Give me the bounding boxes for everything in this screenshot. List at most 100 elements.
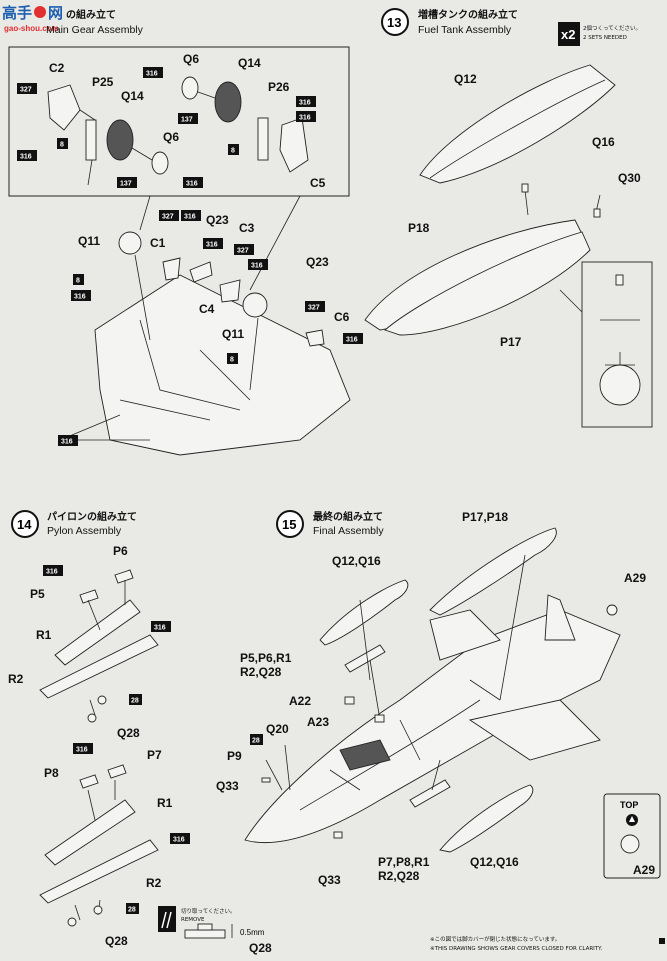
step15-number-badge: 15 bbox=[276, 510, 304, 538]
quantity-badge: x2 bbox=[558, 22, 580, 46]
footnote-jp: ※この図では脚カバーが閉じた状態になっています。 bbox=[430, 935, 560, 943]
paint-code-text: 316 bbox=[346, 337, 358, 344]
tank-cross-section bbox=[599, 364, 641, 406]
label-q14-left: Q14 bbox=[121, 89, 144, 103]
paint-code-text: 137 bbox=[120, 181, 132, 188]
part-q33-lower bbox=[333, 831, 343, 839]
fin-q30-right bbox=[593, 208, 601, 218]
paint-code-text: 316 bbox=[20, 154, 32, 161]
watermark-url: gao-shou.com bbox=[4, 24, 59, 33]
cut-note-box: 切り取ってください。 REMOVE 0.5mm Q28 bbox=[158, 906, 272, 955]
paint-code-text: 316 bbox=[173, 837, 185, 844]
pylon-r1-upper bbox=[54, 599, 141, 666]
watermark-dot-icon bbox=[34, 6, 46, 18]
label-r2-q28-upper: R2,Q28 bbox=[240, 665, 282, 679]
paint-code-text: 327 bbox=[20, 87, 32, 94]
label-r2-upper: R2 bbox=[8, 672, 24, 686]
paint-code-text: 316 bbox=[146, 71, 158, 78]
label-r1-lower: R1 bbox=[157, 796, 173, 810]
label-p25: P25 bbox=[92, 75, 114, 89]
intake-detail bbox=[339, 739, 391, 771]
part-a23 bbox=[374, 714, 385, 723]
step13-title-en: Fuel Tank Assembly bbox=[418, 24, 512, 36]
label-c4: C4 bbox=[199, 302, 215, 316]
pylon-r1-lower bbox=[44, 799, 136, 866]
paint-code-316: 316 bbox=[143, 67, 163, 78]
step14-number-badge: 14 bbox=[11, 510, 39, 538]
label-c1: C1 bbox=[150, 236, 166, 250]
aircraft-wing-upper bbox=[429, 609, 501, 661]
tire-q14-left bbox=[106, 119, 134, 161]
paint-code-316: 316 bbox=[43, 565, 63, 576]
pylon-p7 bbox=[107, 764, 127, 779]
paint-code-text: 28 bbox=[252, 738, 260, 745]
paint-code-316: 316 bbox=[71, 290, 91, 301]
paint-code-137: 137 bbox=[117, 177, 137, 188]
gear-strut-p25 bbox=[85, 119, 97, 161]
pylon-r2-upper bbox=[39, 634, 159, 699]
label-q6-right: Q6 bbox=[183, 52, 199, 66]
gear-cover-c4 bbox=[219, 279, 241, 303]
label-p18: P18 bbox=[408, 221, 430, 235]
paint-code-316: 316 bbox=[296, 111, 316, 122]
label-p6-upper: P6 bbox=[113, 544, 128, 558]
paint-code-text: 137 bbox=[181, 117, 193, 124]
gear-cover-c5 bbox=[279, 117, 309, 173]
step12-title-en: Main Gear Assembly bbox=[46, 24, 144, 36]
pylon-r2-lower bbox=[39, 839, 159, 904]
paint-code-text: 316 bbox=[184, 214, 196, 221]
drop-tank-left bbox=[319, 579, 409, 646]
paint-code-316: 316 bbox=[203, 238, 223, 249]
paint-code-316: 316 bbox=[151, 621, 171, 632]
label-a29: A29 bbox=[624, 571, 646, 585]
paint-code-text: 8 bbox=[231, 148, 235, 155]
step14-title-en: Pylon Assembly bbox=[47, 525, 122, 537]
label-c3: C3 bbox=[239, 221, 255, 235]
watermark-char-2: 网 bbox=[48, 4, 63, 22]
paint-code-327: 327 bbox=[305, 301, 325, 312]
label-q12-q16-lower: Q12,Q16 bbox=[470, 855, 519, 869]
pylon-p5 bbox=[79, 589, 99, 604]
label-c5: C5 bbox=[310, 176, 326, 190]
aircraft-wing-lower bbox=[468, 699, 601, 761]
cut-note-jp: 切り取ってください。 bbox=[181, 908, 236, 915]
paint-code-text: 316 bbox=[154, 625, 166, 632]
label-p17: P17 bbox=[500, 335, 522, 349]
label-c2: C2 bbox=[49, 61, 65, 75]
footnote-en: ※THIS DRAWING SHOWS GEAR COVERS CLOSED F… bbox=[430, 946, 602, 952]
step13-title-jp: 増槽タンクの組み立て bbox=[418, 8, 518, 21]
wheel-q6-right bbox=[181, 76, 199, 100]
gear-cover-c3 bbox=[189, 261, 213, 283]
gear-wheel-left bbox=[118, 231, 142, 255]
aircraft-fuselage bbox=[244, 609, 621, 844]
part-a22 bbox=[344, 696, 355, 705]
step13-number: 13 bbox=[387, 15, 401, 30]
gear-cover-c6 bbox=[305, 329, 325, 347]
paint-code-text: 327 bbox=[237, 248, 249, 255]
paint-code-316: 316 bbox=[248, 259, 268, 270]
quantity-note-jp: 2個つくってください。 bbox=[583, 24, 641, 32]
tire-q14-right bbox=[214, 81, 242, 123]
paint-code-137: 137 bbox=[178, 113, 198, 124]
label-q20: Q20 bbox=[266, 722, 289, 736]
label-q23-right: Q23 bbox=[306, 255, 329, 269]
gear-cover-c1 bbox=[162, 257, 181, 281]
label-q30: Q30 bbox=[618, 171, 641, 185]
paint-code-327: 327 bbox=[234, 244, 254, 255]
pylon-mounted-upper bbox=[344, 644, 386, 673]
step14-number: 14 bbox=[17, 517, 32, 532]
label-p26: P26 bbox=[268, 80, 290, 94]
paint-code-316: 316 bbox=[296, 96, 316, 107]
paint-code-316: 316 bbox=[17, 150, 37, 161]
fuel-tank-half-p17 bbox=[384, 231, 591, 336]
label-q14-right: Q14 bbox=[238, 56, 261, 70]
paint-code-316: 316 bbox=[73, 743, 93, 754]
paint-code-text: 316 bbox=[46, 569, 58, 576]
paint-code-316: 316 bbox=[183, 177, 203, 188]
label-p5-p6-r1: P5,P6,R1 bbox=[240, 651, 292, 665]
quantity-badge-text: x2 bbox=[561, 27, 575, 42]
cut-note-dim: 0.5mm bbox=[240, 928, 265, 937]
top-label: TOP bbox=[620, 800, 638, 810]
label-p7-p8-r1: P7,P8,R1 bbox=[378, 855, 430, 869]
